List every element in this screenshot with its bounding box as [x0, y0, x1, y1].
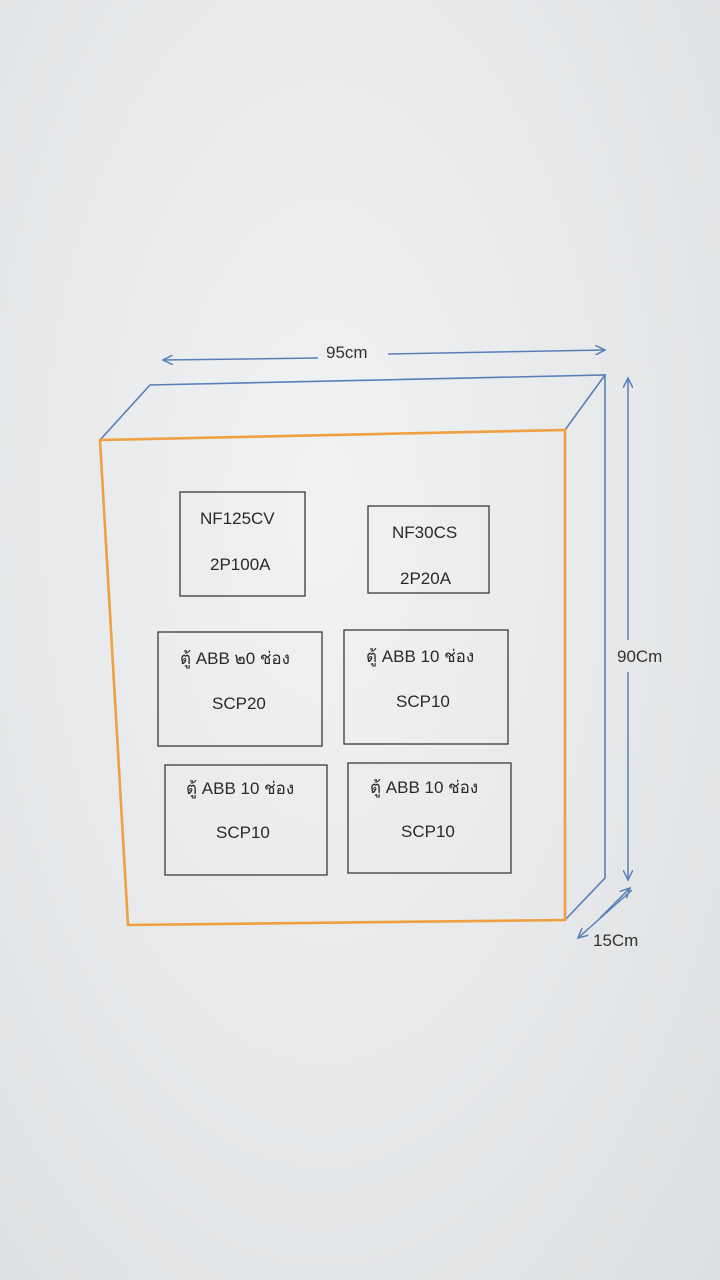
cabinet-right-edge — [564, 375, 606, 921]
depth-label: 15Cm — [593, 931, 639, 950]
box-6-code: SCP10 — [401, 822, 455, 841]
box-6-title: ตู้ ABB 10 ช่อง — [370, 778, 479, 797]
cabinet-front-face — [98, 428, 567, 927]
breaker-box-1 — [179, 491, 306, 597]
box-4-title: ตู้ ABB 10 ช่อง — [366, 647, 475, 666]
box-3-code: SCP20 — [212, 694, 266, 713]
box-2-rating: 2P20A — [400, 569, 452, 588]
breaker-box-2 — [367, 505, 490, 594]
box-5-code: SCP10 — [216, 823, 270, 842]
box-5-title: ตู้ ABB 10 ช่อง — [186, 779, 295, 798]
cabinet-top-edge — [99, 374, 607, 441]
box-2-model: NF30CS — [392, 523, 458, 542]
width-arrow-right — [387, 350, 605, 354]
box-1-model: NF125CV — [200, 509, 275, 528]
breaker-box-5 — [164, 764, 328, 876]
width-label: 95cm — [326, 343, 368, 362]
box-1-rating: 2P100A — [210, 555, 271, 574]
box-3-title: ตู้ ABB ๒0 ช่อง — [180, 649, 290, 668]
height-label: 90Cm — [617, 647, 663, 666]
width-arrow-left — [163, 358, 319, 360]
breaker-box-4 — [343, 629, 509, 745]
box-4-code: SCP10 — [396, 692, 450, 711]
depth-arrow-head — [599, 888, 630, 919]
breaker-box-6 — [347, 762, 512, 874]
breaker-box-3 — [157, 631, 323, 747]
